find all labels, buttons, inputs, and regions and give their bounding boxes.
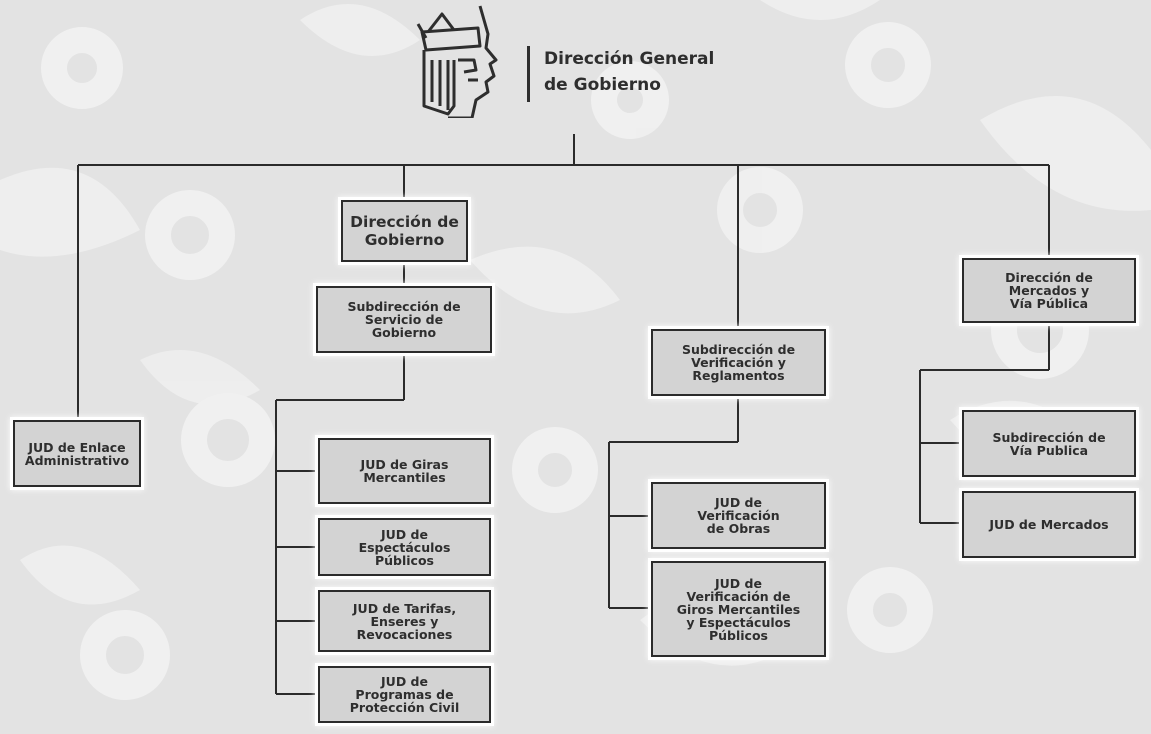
node-jud-enlace-administrativo: JUD de Enlace Administrativo	[13, 420, 141, 487]
node-jud-verificacion-obras: JUD de Verificación de Obras	[651, 482, 826, 549]
node-subdireccion-servicio-gobierno: Subdirección de Servicio de Gobierno	[316, 286, 492, 353]
node-jud-giras-mercantiles: JUD de Giras Mercantiles	[318, 438, 491, 504]
node-label: JUD de Mercados	[989, 517, 1109, 532]
node-subdireccion-verificacion: Subdirección de Verificación y Reglament…	[651, 329, 826, 396]
node-label: Dirección de Mercados y Vía Pública	[1005, 270, 1093, 311]
node-label: Subdirección de Verificación y Reglament…	[681, 342, 796, 383]
node-jud-mercados: JUD de Mercados	[962, 491, 1136, 558]
node-label: JUD de Espectáculos Públicos	[358, 526, 451, 568]
aztec-head-logo-icon	[416, 5, 498, 118]
node-jud-espectaculos-publicos: JUD de Espectáculos Públicos	[318, 518, 491, 576]
node-label: JUD de Enlace Administrativo	[24, 439, 130, 468]
node-label: Subdirección de Servicio de Gobierno	[347, 299, 461, 340]
title-divider	[527, 46, 530, 102]
node-direccion-mercados: Dirección de Mercados y Vía Pública	[962, 258, 1136, 323]
node-label: JUD de Giras Mercantiles	[360, 457, 449, 485]
node-label: JUD de Verificación de Giros Mercantiles…	[676, 575, 801, 643]
node-jud-proteccion-civil: JUD de Programas de Protección Civil	[318, 666, 491, 723]
node-label: Subdirección de Vía Publica	[992, 429, 1106, 458]
node-label: Dirección de Gobierno	[350, 213, 459, 249]
node-label: JUD de Programas de Protección Civil	[349, 674, 460, 715]
node-direccion-de-gobierno: Dirección de Gobierno	[341, 200, 468, 262]
node-jud-verificacion-giros: JUD de Verificación de Giros Mercantiles…	[651, 561, 826, 657]
node-jud-tarifas-enseres: JUD de Tarifas, Enseres y Revocaciones	[318, 590, 491, 652]
node-label: JUD de Verificación de Obras	[697, 495, 780, 536]
header: Dirección General de Gobierno	[414, 0, 744, 120]
page-title: Dirección General de Gobierno	[544, 49, 715, 95]
node-subdireccion-via-publica: Subdirección de Vía Publica	[962, 410, 1136, 477]
node-label: JUD de Tarifas, Enseres y Revocaciones	[352, 600, 457, 642]
